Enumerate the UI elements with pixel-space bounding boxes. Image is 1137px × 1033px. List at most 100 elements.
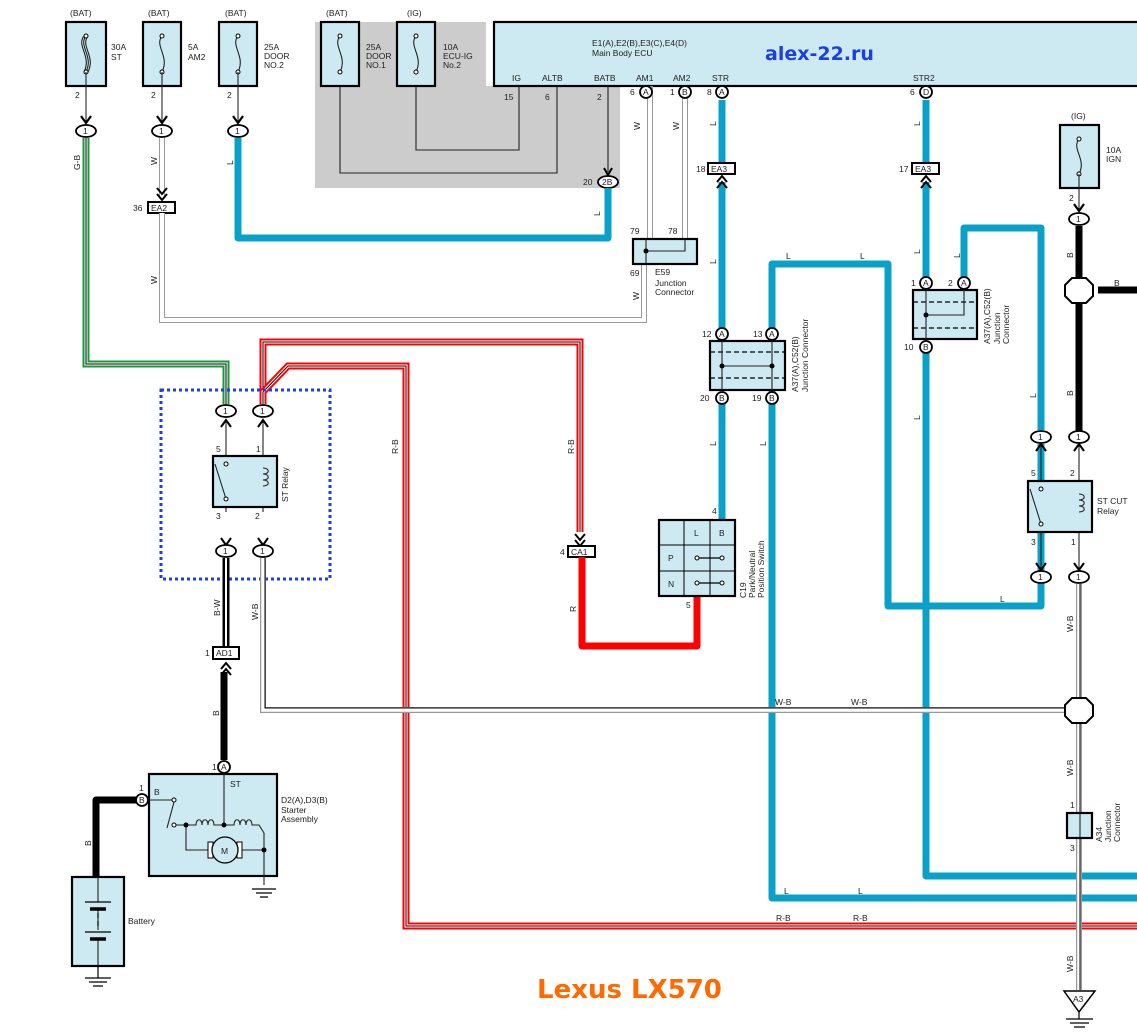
connector-2b-pin: 20 xyxy=(583,177,593,187)
ground-label: A3 xyxy=(1073,994,1084,1004)
connector-ca1-pin: 4 xyxy=(560,547,565,557)
a34-junction-connector[interactable]: 1 3 A34 Junction Connector xyxy=(1065,800,1122,853)
conn-number: 1 xyxy=(235,126,240,136)
park-neutral-position-switch[interactable]: L B P N C19 Park/Neutral Position Switch xyxy=(657,518,766,598)
conn-number: 1 xyxy=(1076,214,1081,224)
fuse-25a-door-no1[interactable]: (BAT) 25A DOOR NO.1 xyxy=(319,8,392,88)
conn-letter: A xyxy=(769,329,775,339)
ecu-terminal-ig: IG xyxy=(512,73,521,83)
wire-label-l: L xyxy=(860,251,865,261)
wire-label-wb: W-B xyxy=(1065,759,1075,776)
wire-label-l: L xyxy=(1028,393,1038,398)
fuse-source: (IG) xyxy=(407,8,422,18)
wire-label-l: L xyxy=(952,253,962,258)
conn-letter: A xyxy=(923,278,929,288)
main-body-ecu[interactable]: E1(A),E2(B),E3(C),E4(D) Main Body ECU al… xyxy=(492,20,1137,88)
arrow-batb xyxy=(603,167,613,178)
fuse-5a-am2[interactable]: (BAT) 5A AM2 xyxy=(141,8,206,88)
ground-a3[interactable]: A3 xyxy=(1062,990,1097,1028)
conn-number: 1 xyxy=(159,126,164,136)
conn-letter: B xyxy=(769,393,775,403)
fuse-name-2: NO.2 xyxy=(264,60,284,70)
relay-pin: 2 xyxy=(255,511,260,521)
ground-icon xyxy=(252,888,276,898)
ecu-terminal-altb: ALTB xyxy=(542,73,563,83)
relay-name: ST Relay xyxy=(280,466,290,502)
wire-door1-altb xyxy=(339,72,558,174)
connector-ad1[interactable] xyxy=(212,646,240,660)
connector-am2-fuse[interactable] xyxy=(151,124,173,138)
e59-junction-connector[interactable]: 79 78 69 E59 Junction Connector xyxy=(630,226,699,297)
a34-pin: 1 xyxy=(1070,800,1075,810)
battery-ground-icon xyxy=(85,966,111,987)
fuse-door2-pin: 2 xyxy=(227,90,232,100)
relay-pin: 2 xyxy=(1070,468,1075,478)
connector-ea2-pin: 36 xyxy=(133,203,143,213)
wire-label-l: L xyxy=(912,121,922,126)
starter-assembly[interactable]: A 1 ST B 1 B M D2(A),D3(B) Starter Assem… xyxy=(135,760,328,885)
wire-label-rb: R-B xyxy=(853,913,868,923)
shaded-junction-block-area xyxy=(315,22,620,188)
fuse-30a-st[interactable]: (BAT) 30A ST xyxy=(64,8,126,88)
conn-number: 1 xyxy=(83,126,88,136)
st-cut-relay[interactable]: 1 1 5 2 3 1 ST CUT Relay 1 1 xyxy=(1026,430,1128,584)
wire-label-l: L xyxy=(225,160,235,165)
a37-junction-connector-left[interactable]: A A B B 12 13 20 19 A37(A),C52(B) Juncti… xyxy=(700,319,810,405)
connector-ea3-str[interactable] xyxy=(707,162,736,175)
conn-letter: B xyxy=(139,795,145,805)
connector-ea3-pin: 17 xyxy=(899,164,909,174)
starter-code: D2(A),D3(B) xyxy=(281,795,328,805)
pin-batb: 2 xyxy=(597,92,602,102)
fuse-rating: 25A xyxy=(366,42,381,52)
connector-door2-fuse[interactable] xyxy=(227,124,249,138)
a37-pin: 10 xyxy=(904,342,914,352)
fuse-25a-door-no2[interactable]: (BAT) 25A DOOR NO.2 xyxy=(217,8,290,88)
svg-text:B: B xyxy=(682,87,688,97)
relay-pin: 5 xyxy=(216,444,221,454)
a37-name: A37(A),C52(B) xyxy=(790,336,800,392)
fuse-source: (BAT) xyxy=(225,8,247,18)
st-relay[interactable]: 1 1 5 1 3 2 ST Relay 1 1 xyxy=(211,404,290,558)
e59-pin: 69 xyxy=(630,268,640,278)
pn-pin-out: 5 xyxy=(686,600,691,610)
pn-col-label: B xyxy=(719,528,725,538)
fuse-rating: 5A xyxy=(188,42,199,52)
svg-text:1: 1 xyxy=(670,87,675,97)
wire-label-rb: R-B xyxy=(390,439,400,454)
caption-model: Lexus LX570 xyxy=(537,975,722,1005)
a34-name: A34 xyxy=(1094,827,1104,842)
motor-label: M xyxy=(221,846,228,856)
wire-r-b-to-ca1 xyxy=(259,338,584,532)
wire-label-bw: B-W xyxy=(212,599,222,616)
connector-ea2-label: EA2 xyxy=(151,203,167,213)
conn-number: 1 xyxy=(1038,572,1043,582)
connector-ca1-label: CA1 xyxy=(571,547,588,557)
motor-icon xyxy=(211,836,239,864)
fuse-am2-pin: 2 xyxy=(151,90,156,100)
a37-junction-connector-right[interactable]: A A B 1 2 10 A37(A),C52(B) Junction Conn… xyxy=(904,276,1011,354)
e59-pin: 79 xyxy=(630,226,640,236)
relay-name: ST CUT xyxy=(1097,496,1128,506)
fuse-rating: 10A xyxy=(443,42,458,52)
battery[interactable]: Battery xyxy=(70,875,156,968)
fuse-10a-ecu-ig-no2[interactable]: (IG) 10A ECU-IG No.2 xyxy=(395,8,473,88)
pn-pin-in: 4 xyxy=(712,506,717,516)
ground-icon xyxy=(1066,1012,1093,1028)
connector-ign[interactable] xyxy=(1068,212,1090,226)
e59-desc: Junction xyxy=(655,278,687,288)
wire-label-rb: R-B xyxy=(776,913,791,923)
fuse-leads xyxy=(85,72,1080,212)
pn-row-label: N xyxy=(668,579,674,589)
fuse-name: DOOR xyxy=(366,51,392,61)
wire-label-w: W xyxy=(631,292,641,300)
starter-name: Starter xyxy=(281,805,307,815)
fuse-10a-ign[interactable]: (IG) 10A IGN xyxy=(1058,111,1121,190)
wire-label-b: B xyxy=(1065,252,1075,258)
wire-label-l: L xyxy=(1000,594,1005,604)
wire-label-rb: R-B xyxy=(566,439,576,454)
ecu-terminal-batb: BATB xyxy=(594,73,616,83)
watermark: alex-22.ru xyxy=(765,43,874,65)
connector-st-fuse[interactable] xyxy=(75,124,97,138)
connector-ea3-str2[interactable] xyxy=(911,162,940,175)
wire-label-l: L xyxy=(708,259,718,264)
